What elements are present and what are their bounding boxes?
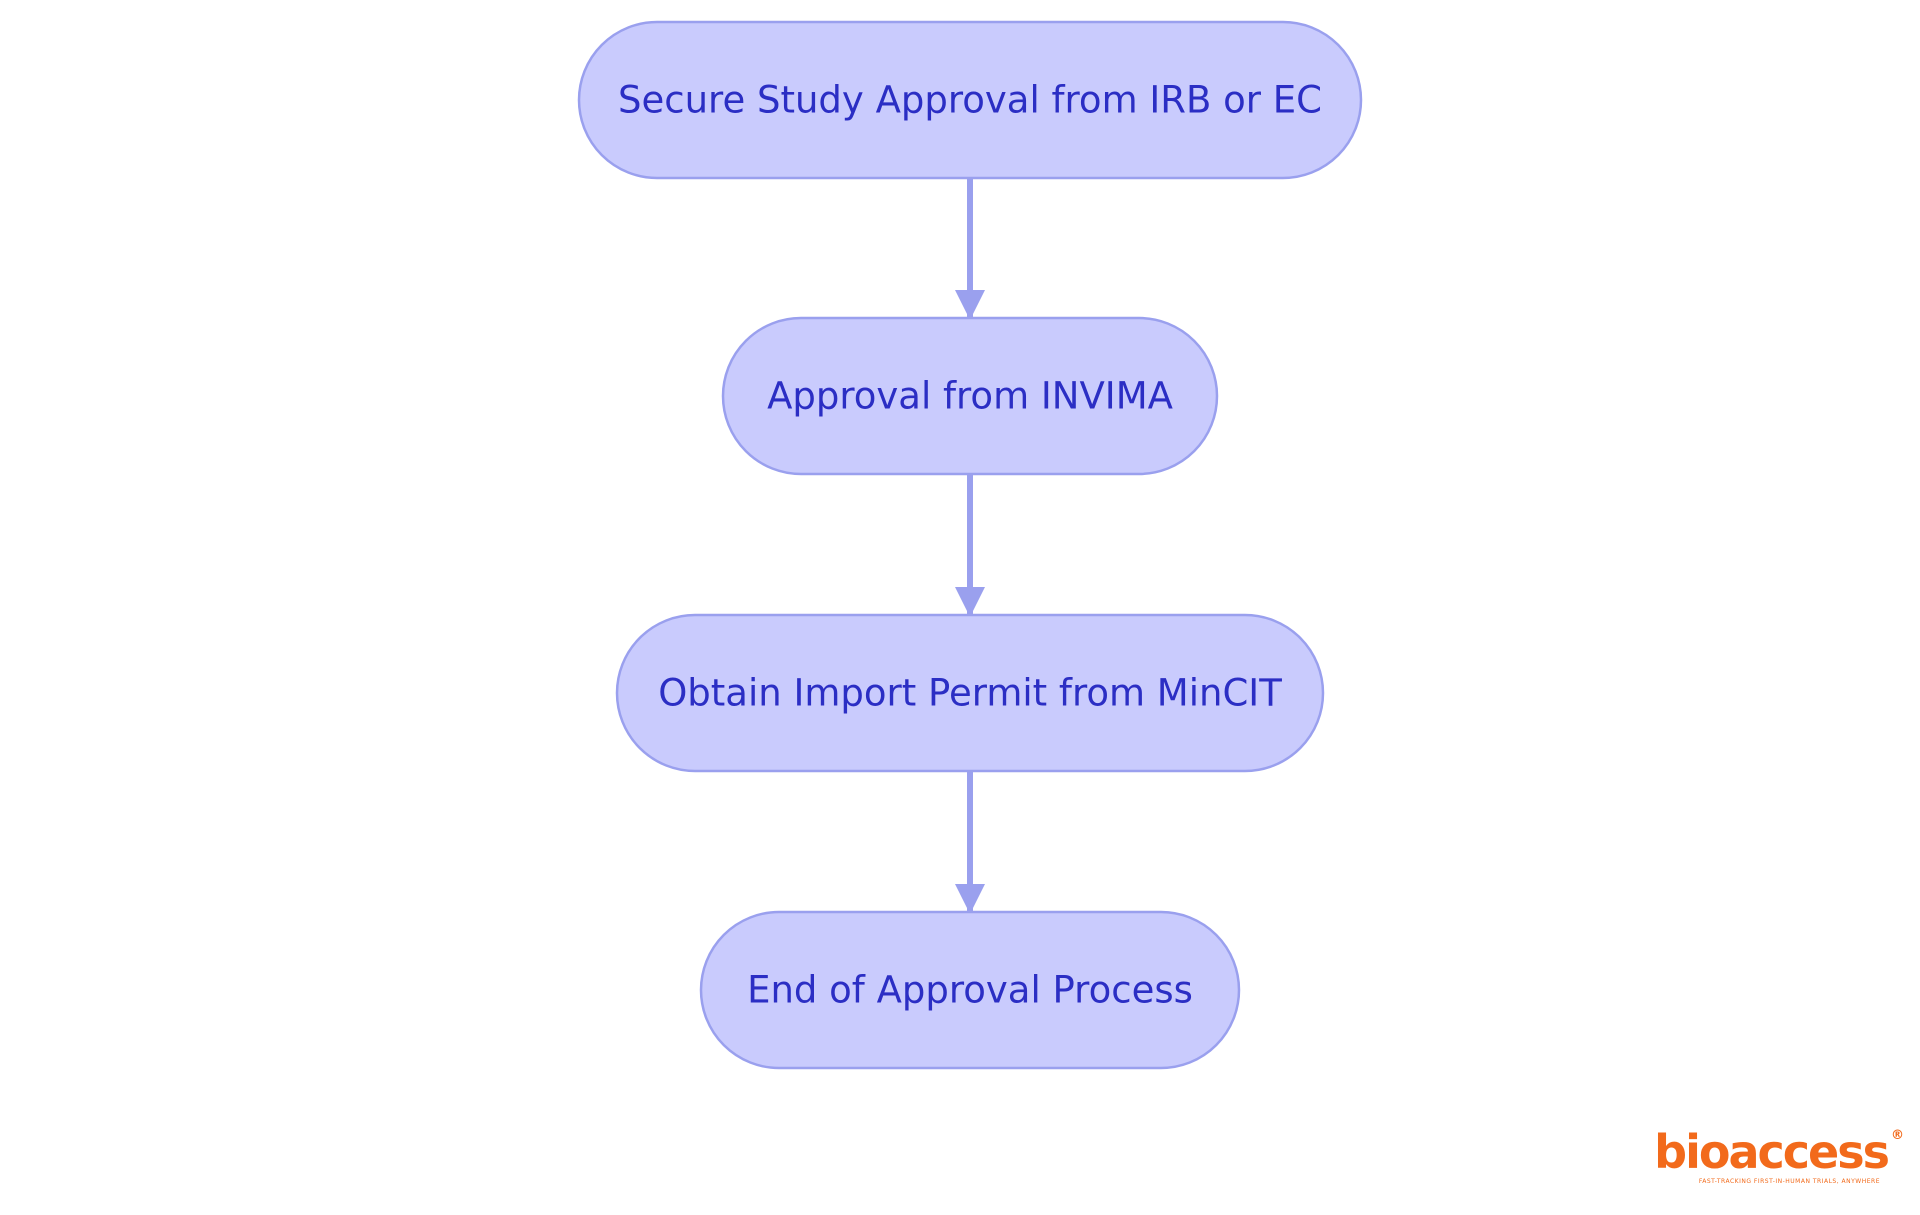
- flow-node-2: Approval from INVIMA: [721, 316, 1219, 476]
- flow-node-shape: [721, 316, 1219, 476]
- logo-tagline: FAST-TRACKING FIRST-IN-HUMAN TRIALS, ANY…: [1698, 1178, 1880, 1185]
- bioaccess-logo: bioaccess® FAST-TRACKING FIRST-IN-HUMAN …: [1648, 1129, 1904, 1185]
- logo-wordmark: bioaccess®: [1654, 1129, 1904, 1175]
- flow-node-label: Approval from INVIMA: [767, 375, 1173, 418]
- flow-node-label: End of Approval Process: [747, 969, 1193, 1012]
- flow-node-1: Secure Study Approval from IRB or EC: [577, 20, 1363, 180]
- registered-mark: ®: [1891, 1128, 1904, 1143]
- flow-node-shape: [615, 613, 1325, 773]
- flow-node-4: End of Approval Process: [699, 910, 1241, 1070]
- flow-node-3: Obtain Import Permit from MinCIT: [615, 613, 1325, 773]
- flow-node-shape: [577, 20, 1363, 180]
- flow-node-label: Obtain Import Permit from MinCIT: [658, 672, 1282, 715]
- logo-wordmark-text: bioaccess: [1654, 1125, 1890, 1179]
- flow-node-shape: [699, 910, 1241, 1070]
- flow-node-label: Secure Study Approval from IRB or EC: [618, 79, 1322, 122]
